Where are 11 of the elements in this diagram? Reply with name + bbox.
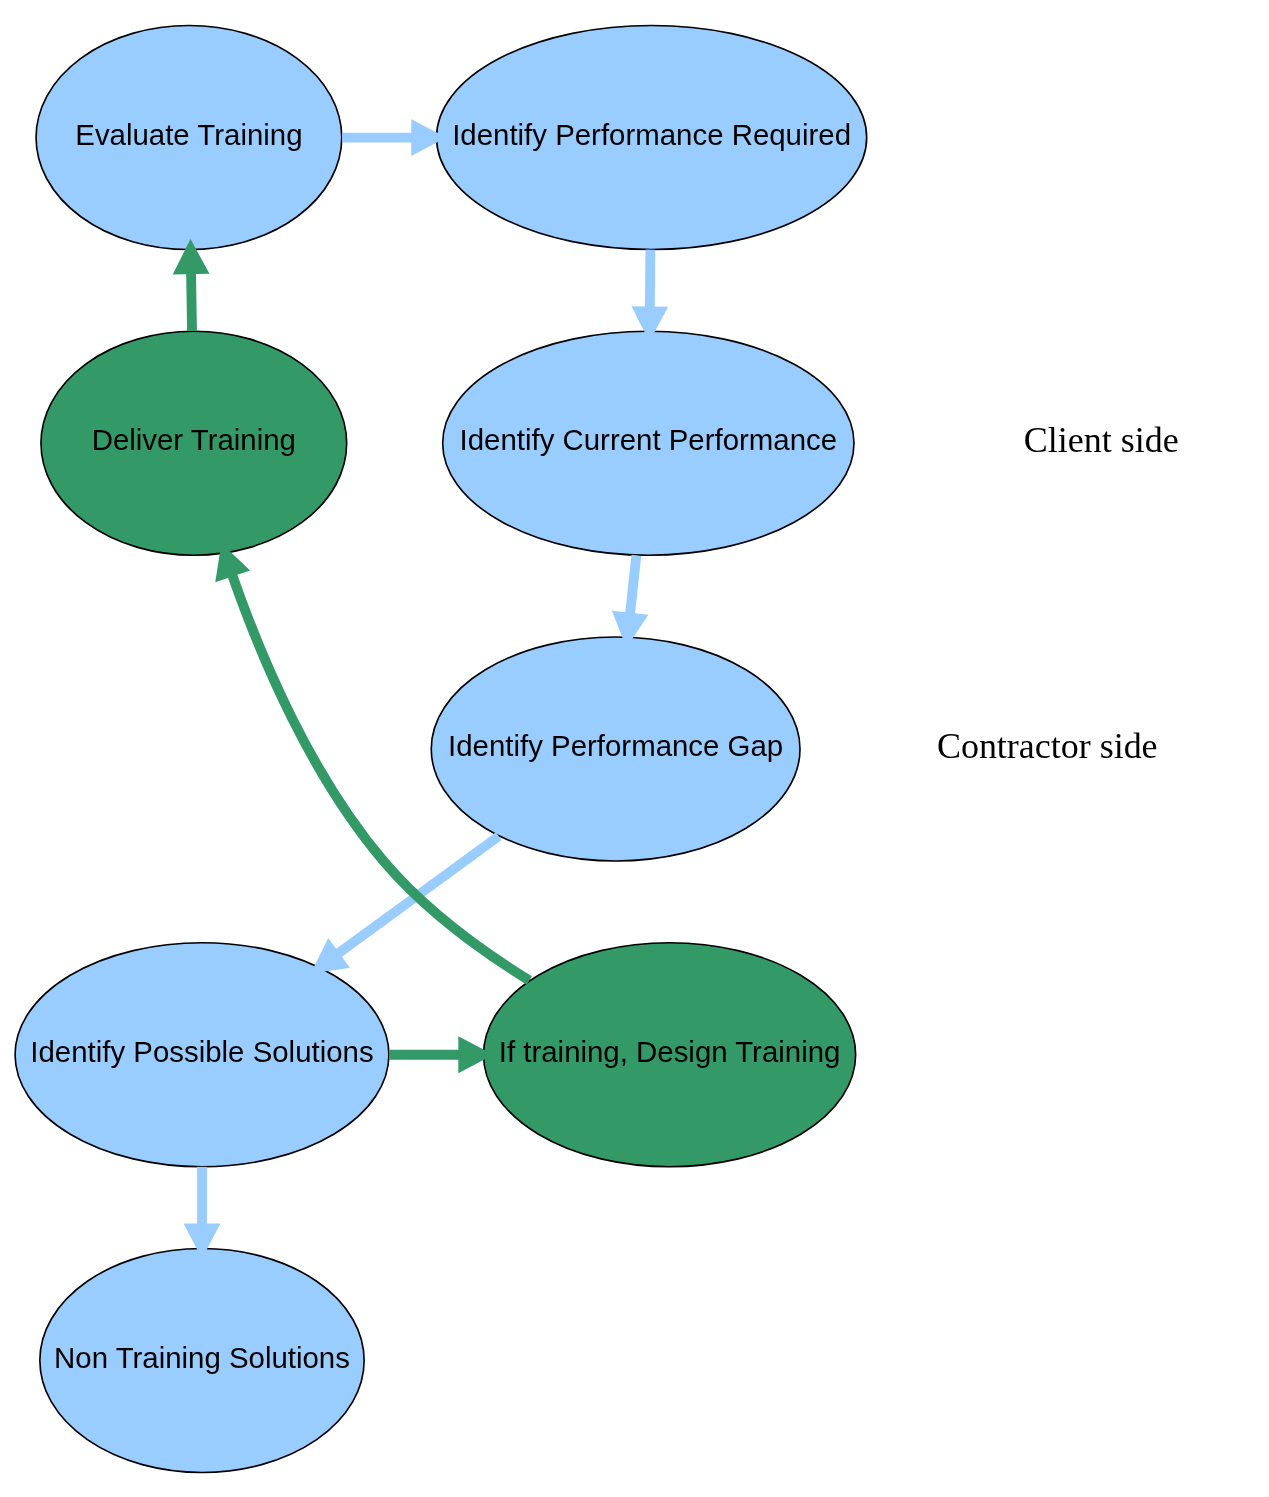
node-ellipse: Identify Performance Required xyxy=(435,24,868,250)
node-ellipse: Non Training Solutions xyxy=(39,1247,365,1473)
node-ellipse: Identify Possible Solutions xyxy=(14,941,390,1168)
node-ellipse: Identify Performance Gap xyxy=(430,635,801,862)
node-ellipse: Deliver Training xyxy=(40,329,348,556)
arrow xyxy=(172,238,210,331)
node-ellipse: Evaluate Training xyxy=(35,24,343,250)
label: Contractor side xyxy=(936,725,1158,766)
node-ellipse: If training, Design Training xyxy=(482,941,857,1168)
label: Client side xyxy=(1023,419,1179,460)
node-ellipse: Identify Current Performance xyxy=(441,329,855,556)
